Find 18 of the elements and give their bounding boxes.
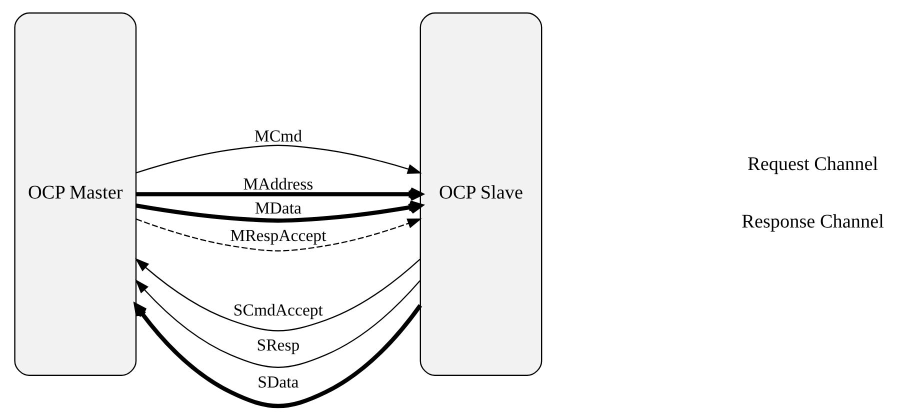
edge-label: MRespAccept (230, 226, 326, 246)
arrow (135, 144, 422, 174)
label: Response Channel (741, 212, 884, 233)
node-box: OCP Master (14, 12, 136, 376)
edge-label: SResp (256, 335, 300, 354)
arrow (136, 187, 422, 201)
node-box: OCP Slave (419, 12, 542, 376)
edge-label: SData (257, 372, 298, 392)
edge-label: MAddress (242, 174, 313, 194)
edge-label: MData (254, 198, 302, 218)
edge-label: MCmd (254, 126, 302, 146)
arrow (134, 303, 422, 408)
edge-label: SCmdAccept (232, 300, 322, 320)
arrow (134, 279, 420, 368)
arrow (134, 258, 420, 332)
arrow (136, 218, 422, 252)
arrow (135, 200, 422, 223)
label: Request Channel (747, 154, 878, 175)
